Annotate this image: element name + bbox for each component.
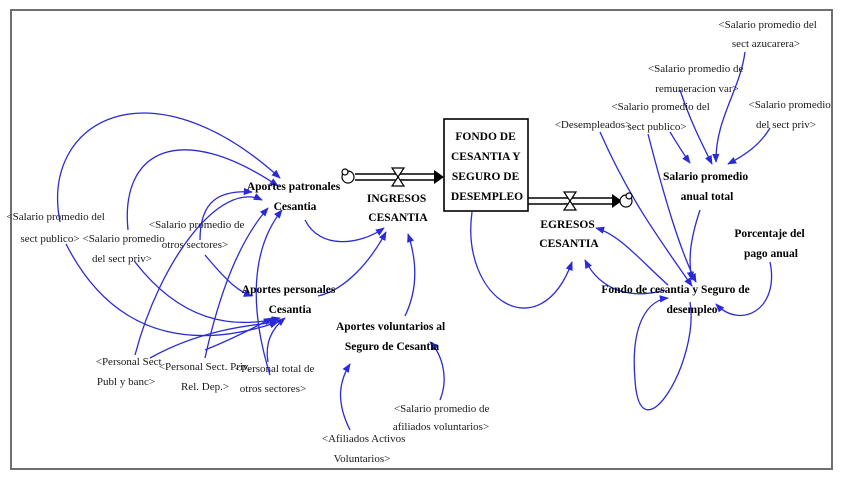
- fondo-stock-label: FONDO DE CESANTIA Y SEGURO DE DESEMPLEO: [451, 131, 523, 203]
- egresos-cesantia-flow[interactable]: EGRESOS CESANTIA: [539, 219, 599, 250]
- shadow-salario-sect-publico-right[interactable]: <Salario promedio del sect publico>: [611, 101, 712, 133]
- shadow-desempleados[interactable]: <Desempleados>: [555, 119, 632, 131]
- ingresos-cesantia-flow[interactable]: INGRESOS CESANTIA: [367, 193, 429, 224]
- shadow-salario-sect-priv-right[interactable]: <Salario promedio del sect priv>: [748, 99, 833, 131]
- shadow-salario-otros-sectores[interactable]: <Salario promedio de otros sectores>: [149, 219, 247, 251]
- shadow-afiliados-activos[interactable]: <Afiliados Activos Voluntarios>: [322, 433, 408, 465]
- aportes-patronales-var[interactable]: Aportes patronales Cesantia: [247, 181, 343, 213]
- salario-promedio-anual-total-var[interactable]: Salario promedio anual total: [663, 171, 751, 203]
- shadow-salario-sect-azucarera[interactable]: <Salario promedio del sect azucarera>: [718, 19, 819, 50]
- diagram-frame: [10, 9, 833, 470]
- shadow-personal-sect-priv[interactable]: <Personal Sect. Priv. Rel. Dep.>: [159, 361, 253, 393]
- aportes-personales-var[interactable]: Aportes personales Cesantia: [242, 284, 338, 316]
- shadow-personal-total-otros[interactable]: <Personal total de otros sectores>: [235, 363, 317, 395]
- fondo-stock[interactable]: [443, 118, 529, 212]
- source-cloud: [341, 168, 355, 184]
- shadow-salario-sect-publico-left[interactable]: <Salario promedio del sect publico>: [6, 211, 107, 245]
- causal-links: [57, 51, 773, 431]
- sink-cloud: [619, 192, 633, 208]
- shadow-salario-afiliados-voluntarios[interactable]: <Salario promedio de afiliados voluntari…: [393, 403, 492, 433]
- aportes-voluntarios-var[interactable]: Aportes voluntarios al Seguro de Cesanti…: [336, 321, 448, 353]
- fondo-cesantia-seguro-var[interactable]: Fondo de cesantia y Seguro de desempleo: [601, 284, 752, 316]
- egresos-valve[interactable]: [562, 191, 578, 211]
- ingresos-valve[interactable]: [390, 167, 406, 187]
- shadow-salario-remuneracion-var[interactable]: <Salario promedio de remuneracion var>: [648, 63, 746, 95]
- shadow-personal-sect-publ[interactable]: <Personal Sect Publ y banc>: [96, 356, 165, 388]
- shadow-salario-sect-priv-left[interactable]: <Salario promedio del sect priv>: [82, 233, 167, 265]
- porcentaje-pago-anual-var[interactable]: Porcentaje del pago anual: [734, 228, 807, 260]
